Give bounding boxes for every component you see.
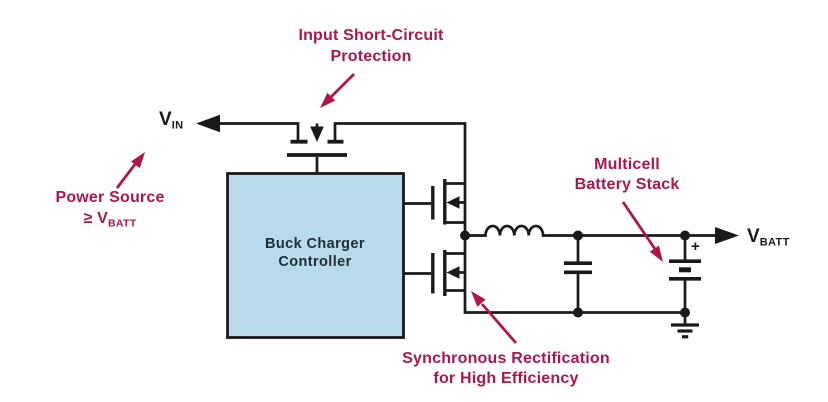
inductor-symbol [465,224,739,244]
annotation-power-source: Power Source ≥ VBATT [55,188,164,234]
sync-rect-arrowhead-icon [471,291,486,307]
annotation-line: for High Efficiency [433,370,579,387]
vin-label: VIN [159,109,184,132]
input-protection-fet-symbol [287,123,347,174]
input-fet-body-arrow-icon [310,126,324,142]
battery-top-node-dot [680,230,690,241]
switch-node-dot [460,230,470,241]
power-source-arrow-line [115,162,138,189]
annotation-line: Multicell [594,155,660,173]
annotation-input-protection: Input Short-Circuit Protection [298,26,443,67]
node-dots [460,230,690,318]
main-rail-wire [333,122,685,314]
controller-box [226,172,405,339]
inductor-wire [465,224,716,237]
annotation-arrows [115,73,663,344]
annotation-line: Battery Stack [574,176,680,193]
annotation-multicell-battery: Multicell Battery Stack [575,155,680,196]
hs-body-arrow-icon [446,196,460,209]
multicell-arrow-line [621,201,657,250]
controller-label: Buck Charger Controller [265,236,365,271]
battery-bottom-node-dot [680,307,690,318]
cap-bottom-node-dot [573,307,583,318]
annotation-line: Protection [330,47,412,65]
vin-rail [196,114,300,140]
low-side-fet-symbol [403,250,465,296]
annotation-line: Synchronous Rectification [402,349,610,367]
annotation-line: Power Source [55,189,165,206]
sync-rect-arrow-line [480,303,518,344]
output-capacitor-symbol [564,235,592,313]
vin-wire [218,122,300,140]
vbatt-label: VBATT [747,226,790,249]
controller-label-line: Buck Charger [265,236,365,252]
annotation-line: ≥ VBATT [83,209,137,230]
vin-arrowhead-icon [196,114,220,133]
input-protection-arrow-line [330,73,355,98]
high-side-fet-symbol [403,179,465,225]
annotation-sync-rectification: Synchronous Rectification for High Effic… [402,349,610,390]
battery-plus-sign: + [691,238,700,255]
cap-top-node-dot [573,230,583,241]
controller-label-line: Controller [278,253,352,270]
power-source-arrowhead-icon [131,152,145,169]
input-protection-arrowhead-icon [320,92,336,108]
annotation-line: Input Short-Circuit [298,27,444,44]
vbatt-arrowhead-icon [715,227,739,244]
ls-body-arrow-icon [446,266,460,279]
multicell-arrowhead-icon [649,245,663,262]
